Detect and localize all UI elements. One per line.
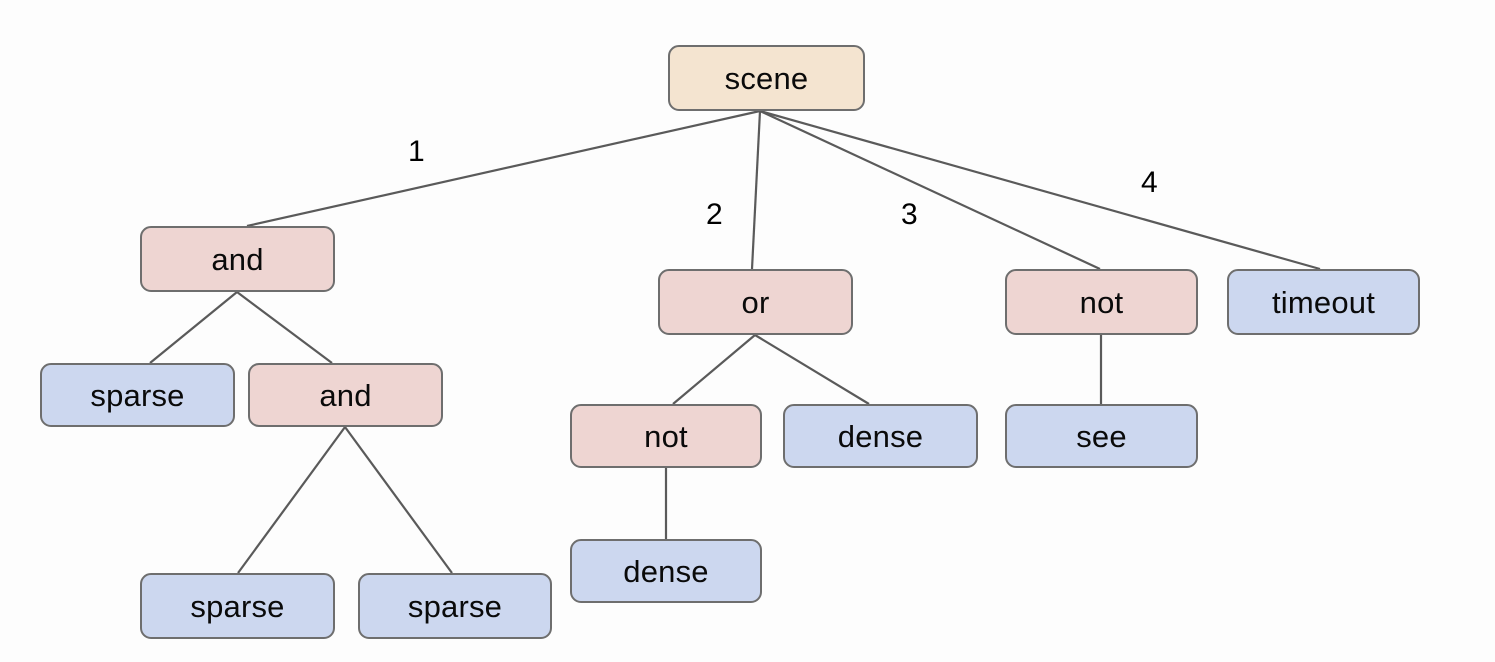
tree-edge	[237, 426, 346, 574]
tree-edge	[246, 109, 761, 228]
tree-node-and1[interactable]: and	[140, 226, 335, 292]
edge-label-2: 2	[706, 198, 723, 231]
edge-label-4: 4	[1141, 166, 1158, 199]
tree-edge	[344, 426, 453, 574]
tree-edge	[236, 291, 333, 364]
tree-edge	[672, 334, 756, 405]
tree-node-not2[interactable]: not	[570, 404, 762, 468]
tree-node-see1[interactable]: see	[1005, 404, 1198, 468]
tree-edge	[149, 291, 238, 364]
tree-node-scene[interactable]: scene	[668, 45, 865, 111]
tree-node-sparse1[interactable]: sparse	[40, 363, 235, 427]
edge-label-3: 3	[901, 198, 918, 231]
tree-node-and2[interactable]: and	[248, 363, 443, 427]
tree-edge	[759, 109, 1321, 271]
tree-edge	[759, 110, 1101, 270]
tree-node-not1[interactable]: not	[1005, 269, 1198, 335]
tree-node-or1[interactable]: or	[658, 269, 853, 335]
tree-node-sparse2[interactable]: sparse	[140, 573, 335, 639]
tree-edge	[754, 334, 870, 405]
edge-label-1: 1	[408, 135, 425, 168]
tree-node-sparse3[interactable]: sparse	[358, 573, 552, 639]
tree-node-timeout1[interactable]: timeout	[1227, 269, 1420, 335]
tree-node-dense1[interactable]: dense	[783, 404, 978, 468]
tree-edge	[750, 110, 762, 270]
tree-node-dense2[interactable]: dense	[570, 539, 762, 603]
